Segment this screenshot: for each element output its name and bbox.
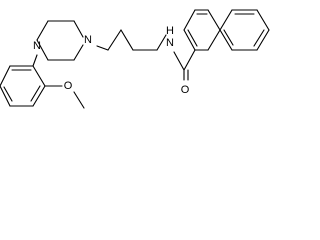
n-aryl-bond — [32, 54, 38, 67]
piperazine-ring — [36, 20, 84, 61]
methoxyphenyl-ring — [0, 65, 46, 107]
atom-n-piperazine-1: N — [84, 34, 92, 46]
atom-h-amide: H — [166, 25, 174, 37]
atom-n-amide: N — [166, 37, 174, 49]
naphthalene-ring-right — [219, 9, 270, 51]
amide-group — [156, 34, 196, 81]
atom-o-carbonyl: O — [181, 84, 190, 96]
structure-canvas: N H O N N O — [0, 0, 274, 122]
molecule-drawing: N H O N N O — [0, 9, 270, 109]
atom-n-piperazine-2: N — [33, 40, 41, 52]
naphthalene-ring-left — [183, 9, 221, 51]
methoxy-group — [44, 85, 85, 109]
butyl-chain — [96, 29, 158, 51]
atom-o-methoxy: O — [64, 80, 73, 92]
